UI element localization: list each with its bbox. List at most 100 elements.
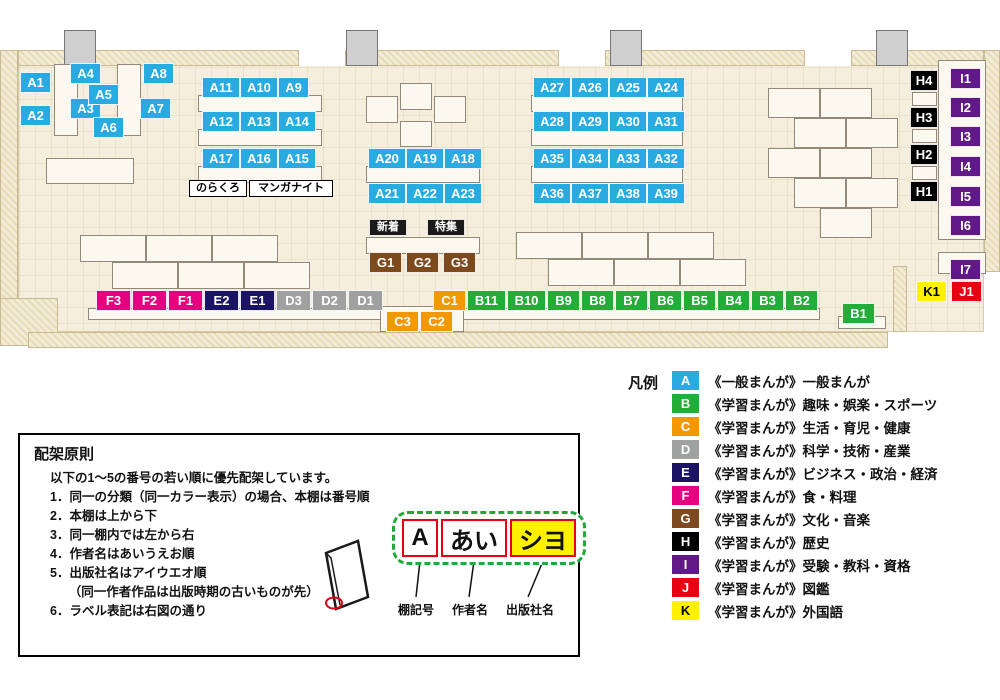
legend-swatch-i: I (672, 555, 700, 574)
shelf-unit (434, 96, 466, 123)
shelf-label-k1: K1 (916, 281, 947, 302)
wall-segment (893, 266, 907, 332)
shelf-label-a29: A29 (571, 111, 609, 132)
sign-manga-night: マンガナイト (249, 180, 333, 197)
shelf-label-i4: I4 (950, 156, 981, 177)
shelf-unit (912, 129, 937, 143)
shelf-label-b4: B4 (717, 290, 750, 311)
wall-opening (558, 50, 606, 66)
shelf-label-i2: I2 (950, 97, 981, 118)
shelf-unit (680, 259, 746, 286)
shelf-label-a23: A23 (444, 183, 482, 204)
shelf-label-f1: F1 (168, 290, 203, 311)
shelf-label-c2: C2 (420, 311, 453, 332)
shelf-label-e1: E1 (240, 290, 275, 311)
pillar (876, 30, 908, 66)
shelf-label-b2: B2 (785, 290, 818, 311)
shelf-unit (548, 259, 614, 286)
shelf-unit (794, 178, 846, 208)
legend-row-k: K《学習まんが》外国語 (672, 601, 938, 620)
shelf-label-a31: A31 (647, 111, 685, 132)
shelf-unit (178, 262, 244, 289)
shelf-unit (912, 166, 937, 180)
shelf-label-a4: A4 (70, 63, 101, 84)
shelf-label-a27: A27 (533, 77, 571, 98)
label-example-segment-1: A (402, 519, 438, 557)
shelf-label-a22: A22 (406, 183, 444, 204)
shelf-label-a9: A9 (278, 77, 309, 98)
sign-norakuro: のらくろ (189, 180, 247, 197)
shelf-unit (938, 60, 986, 240)
shelf-label-a35: A35 (533, 148, 571, 169)
shelf-label-a12: A12 (202, 111, 240, 132)
legend-swatch-a: A (672, 371, 700, 390)
pillar (346, 30, 378, 66)
wall-segment (28, 332, 888, 348)
shelf-label-g2: G2 (406, 252, 439, 273)
shelf-label-a19: A19 (406, 148, 444, 169)
shelf-label-a28: A28 (533, 111, 571, 132)
shelf-unit (820, 208, 872, 238)
legend-swatch-j: J (672, 578, 700, 597)
shelf-label-a33: A33 (609, 148, 647, 169)
legend-row-c: C 《学習まんが》生活・育児・健康 (672, 417, 938, 436)
legend-swatch-e: E (672, 463, 700, 482)
wall-segment (984, 50, 1000, 272)
legend-row-f: F《学習まんが》食・料理 (672, 486, 938, 505)
shelf-label-i7: I7 (950, 259, 981, 280)
shelf-label-a34: A34 (571, 148, 609, 169)
shelf-label-b8: B8 (581, 290, 614, 311)
shelf-label-a36: A36 (533, 183, 571, 204)
legend-swatch-k: K (672, 601, 700, 620)
shelf-label-b6: B6 (649, 290, 682, 311)
shelf-unit (912, 92, 937, 106)
shelf-unit (582, 232, 648, 259)
shelf-label-h2: H2 (910, 144, 938, 165)
legend-label-c: 《学習まんが》生活・育児・健康 (708, 420, 911, 436)
shelf-label-a13: A13 (240, 111, 278, 132)
shelf-label-a39: A39 (647, 183, 685, 204)
legend-swatch-c: C (672, 417, 700, 436)
shelf-label-b11: B11 (467, 290, 506, 311)
legend-swatch-g: G (672, 509, 700, 528)
shelf-label-a25: A25 (609, 77, 647, 98)
shelf-label-a1: A1 (20, 72, 51, 93)
legend-label-a: 《一般まんが》一般まんが (708, 374, 871, 390)
pillar (64, 30, 96, 66)
legend-label-h: 《学習まんが》歴史 (708, 535, 830, 551)
shelf-unit (366, 96, 398, 123)
shelf-label-d3: D3 (276, 290, 311, 311)
shelf-label-h1: H1 (910, 181, 938, 202)
shelf-unit (794, 118, 846, 148)
legend-row-j: J《学習まんが》図鑑 (672, 578, 938, 597)
rules-title: 配架原則 (34, 446, 95, 463)
rules-item-3: 3．同一棚内では左から右 (50, 528, 195, 542)
shelf-label-b9: B9 (547, 290, 580, 311)
shelf-label-a14: A14 (278, 111, 316, 132)
legend-row-a: A 《一般まんが》一般まんが (672, 371, 938, 390)
shelf-label-a37: A37 (571, 183, 609, 204)
rules-item-6: （同一作者作品は出版時期の古いものが先） (50, 585, 319, 599)
shelving-rules-panel: 配架原則 以下の1～5の番号の若い順に優先配架しています。 1．同一の分類（同一… (18, 433, 586, 657)
legend-row-i: I《学習まんが》受験・教科・資格 (672, 555, 938, 574)
legend-label-g: 《学習まんが》文化・音楽 (708, 512, 871, 528)
wall-segment (0, 50, 18, 332)
shelf-label-c1: C1 (433, 290, 466, 311)
shelf-label-a16: A16 (240, 148, 278, 169)
caption-shelf-code: 棚記号 (398, 603, 435, 617)
shelf-label-d1: D1 (348, 290, 383, 311)
shelf-label-a38: A38 (609, 183, 647, 204)
shelf-label-a30: A30 (609, 111, 647, 132)
rules-item-5: 5．出版社名はアイウエオ順 (50, 566, 207, 580)
legend-row-h: H《学習まんが》歴史 (672, 532, 938, 551)
shelf-unit (400, 121, 432, 147)
shelf-label-a26: A26 (571, 77, 609, 98)
pillar (610, 30, 642, 66)
shelf-label-a2: A2 (20, 105, 51, 126)
legend-swatch-f: F (672, 486, 700, 505)
legend-title: 凡例 (628, 375, 659, 392)
